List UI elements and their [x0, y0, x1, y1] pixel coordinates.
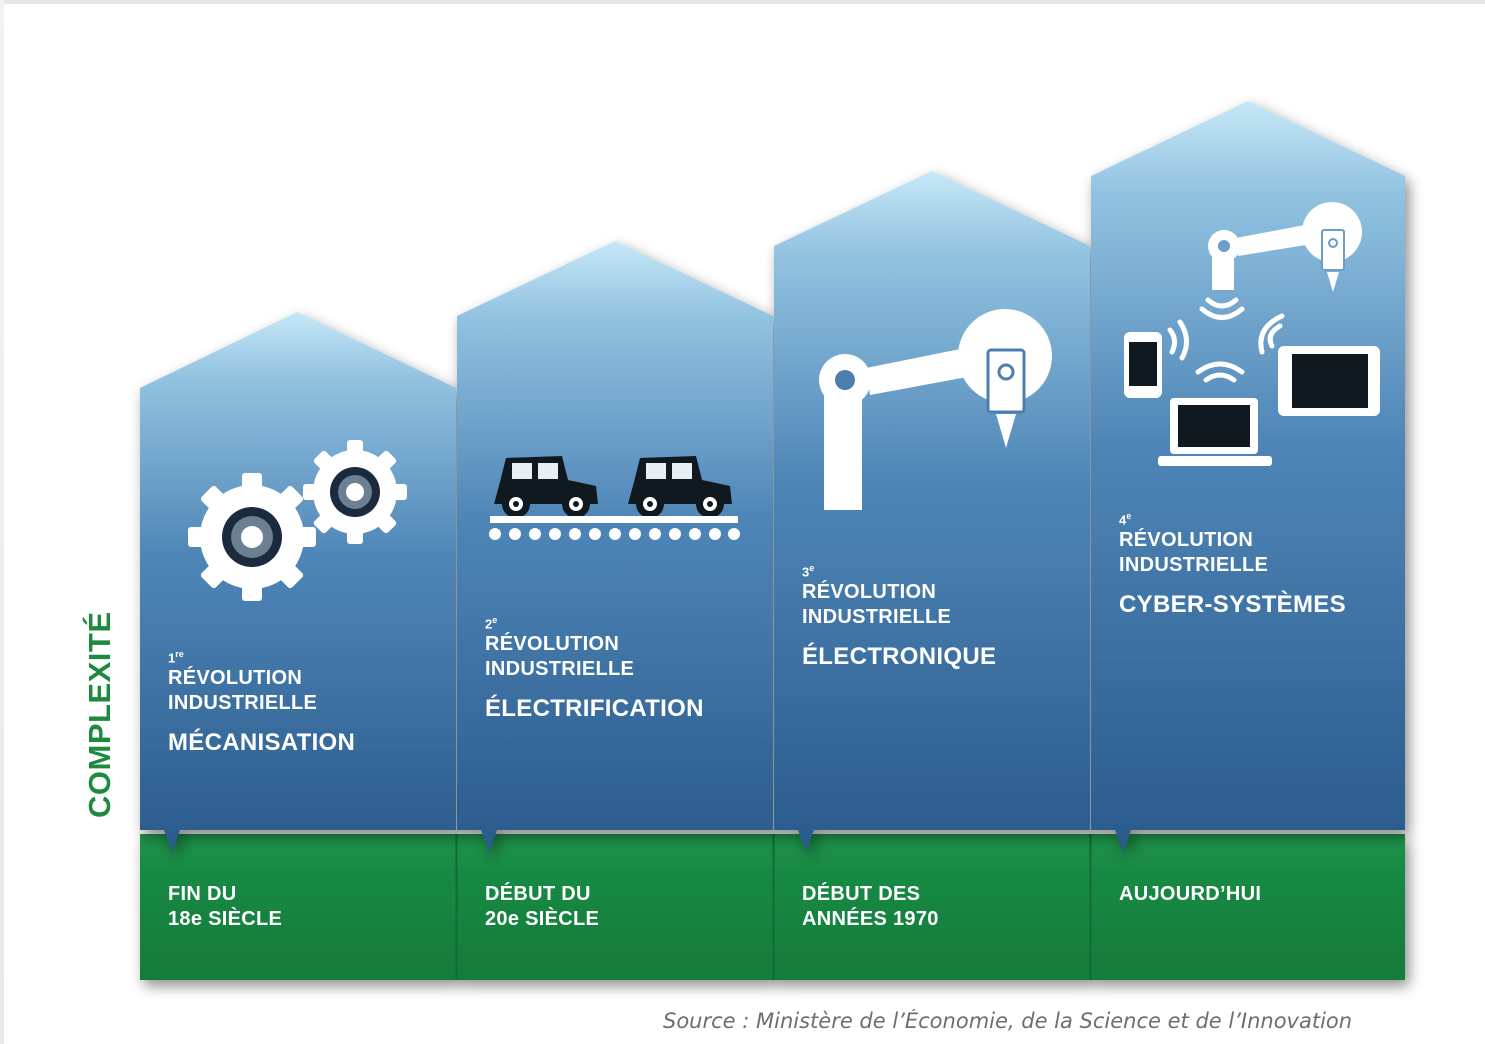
revolution-2-ordinal: 2e	[485, 615, 498, 632]
revolution-1-line2: INDUSTRIELLE	[168, 692, 318, 715]
period-3-line1: DÉBUT DES	[802, 883, 921, 905]
period-3-line2: ANNÉES 1970	[802, 908, 939, 930]
assembly-line-cars-icon	[489, 456, 740, 540]
period-block-3	[774, 834, 1090, 980]
period-2-line1: DÉBUT DU	[485, 883, 591, 905]
revolution-3-name: ÉLECTRONIQUE	[802, 643, 997, 671]
column-4	[1091, 101, 1405, 852]
left-edge	[0, 0, 4, 1044]
revolution-1-text: 1re RÉVOLUTION INDUSTRIELLE MÉCANISATION	[168, 646, 355, 758]
conveyor-belt	[490, 516, 738, 523]
column-3	[774, 171, 1090, 852]
revolution-1-name: MÉCANISATION	[168, 729, 356, 757]
conveyor-rollers	[489, 528, 740, 540]
complexity-axis-label: COMPLEXITÉ	[82, 611, 117, 818]
smartphone	[1124, 332, 1162, 398]
source-caption: Source : Ministère de l’Économie, de la …	[663, 1009, 1353, 1033]
tablet	[1278, 346, 1380, 416]
connected-devices-icon	[1124, 202, 1380, 466]
revolution-4-line2: INDUSTRIELLE	[1119, 554, 1269, 577]
period-4-text: AUJOURD’HUI	[1119, 882, 1261, 907]
laptop	[1158, 398, 1272, 466]
gears-icon	[188, 440, 407, 601]
revolution-1-ordinal: 1re	[168, 649, 184, 666]
period-block-4	[1091, 834, 1405, 980]
period-bar	[140, 834, 1405, 980]
top-edge	[0, 0, 1485, 4]
revolution-4-name: CYBER-SYSTÈMES	[1119, 591, 1346, 619]
period-1-line2: 18e SIÈCLE	[168, 908, 283, 930]
revolution-4-text: 4e RÉVOLUTION INDUSTRIELLE CYBER-SYSTÈME…	[1119, 508, 1346, 620]
revolution-4-ordinal: 4e	[1119, 511, 1132, 528]
revolution-2-line1: RÉVOLUTION	[485, 633, 620, 656]
period-4-line1: AUJOURD’HUI	[1119, 883, 1262, 905]
period-2-text: DÉBUT DU 20e SIÈCLE	[485, 882, 599, 932]
column-2	[457, 241, 773, 852]
wifi-waves	[1167, 297, 1285, 383]
period-3-text: DÉBUT DES ANNÉES 1970	[802, 882, 939, 932]
revolution-3-ordinal: 3e	[802, 563, 815, 580]
period-block-1	[140, 834, 456, 980]
mini-robot-arm	[1208, 202, 1362, 292]
period-1-text: FIN DU 18e SIÈCLE	[168, 882, 282, 932]
column-1	[140, 312, 456, 852]
period-block-2	[457, 834, 773, 980]
revolution-2-name: ÉLECTRIFICATION	[485, 695, 704, 723]
revolution-2-text: 2e RÉVOLUTION INDUSTRIELLE ÉLECTRIFICATI…	[485, 612, 704, 724]
revolution-4-line1: RÉVOLUTION	[1119, 529, 1254, 552]
period-1-line1: FIN DU	[168, 883, 237, 905]
revolution-3-text: 3e RÉVOLUTION INDUSTRIELLE ÉLECTRONIQUE	[802, 560, 996, 672]
revolution-2-line2: INDUSTRIELLE	[485, 658, 635, 681]
revolution-3-line2: INDUSTRIELLE	[802, 606, 952, 629]
revolution-3-line1: RÉVOLUTION	[802, 581, 937, 604]
car-2	[628, 456, 732, 518]
car-1	[494, 456, 598, 518]
small-gear	[303, 440, 407, 544]
robot-arm-icon	[819, 309, 1052, 510]
period-2-line2: 20e SIÈCLE	[485, 908, 600, 930]
revolution-1-line1: RÉVOLUTION	[168, 667, 303, 690]
large-gear	[188, 473, 316, 601]
